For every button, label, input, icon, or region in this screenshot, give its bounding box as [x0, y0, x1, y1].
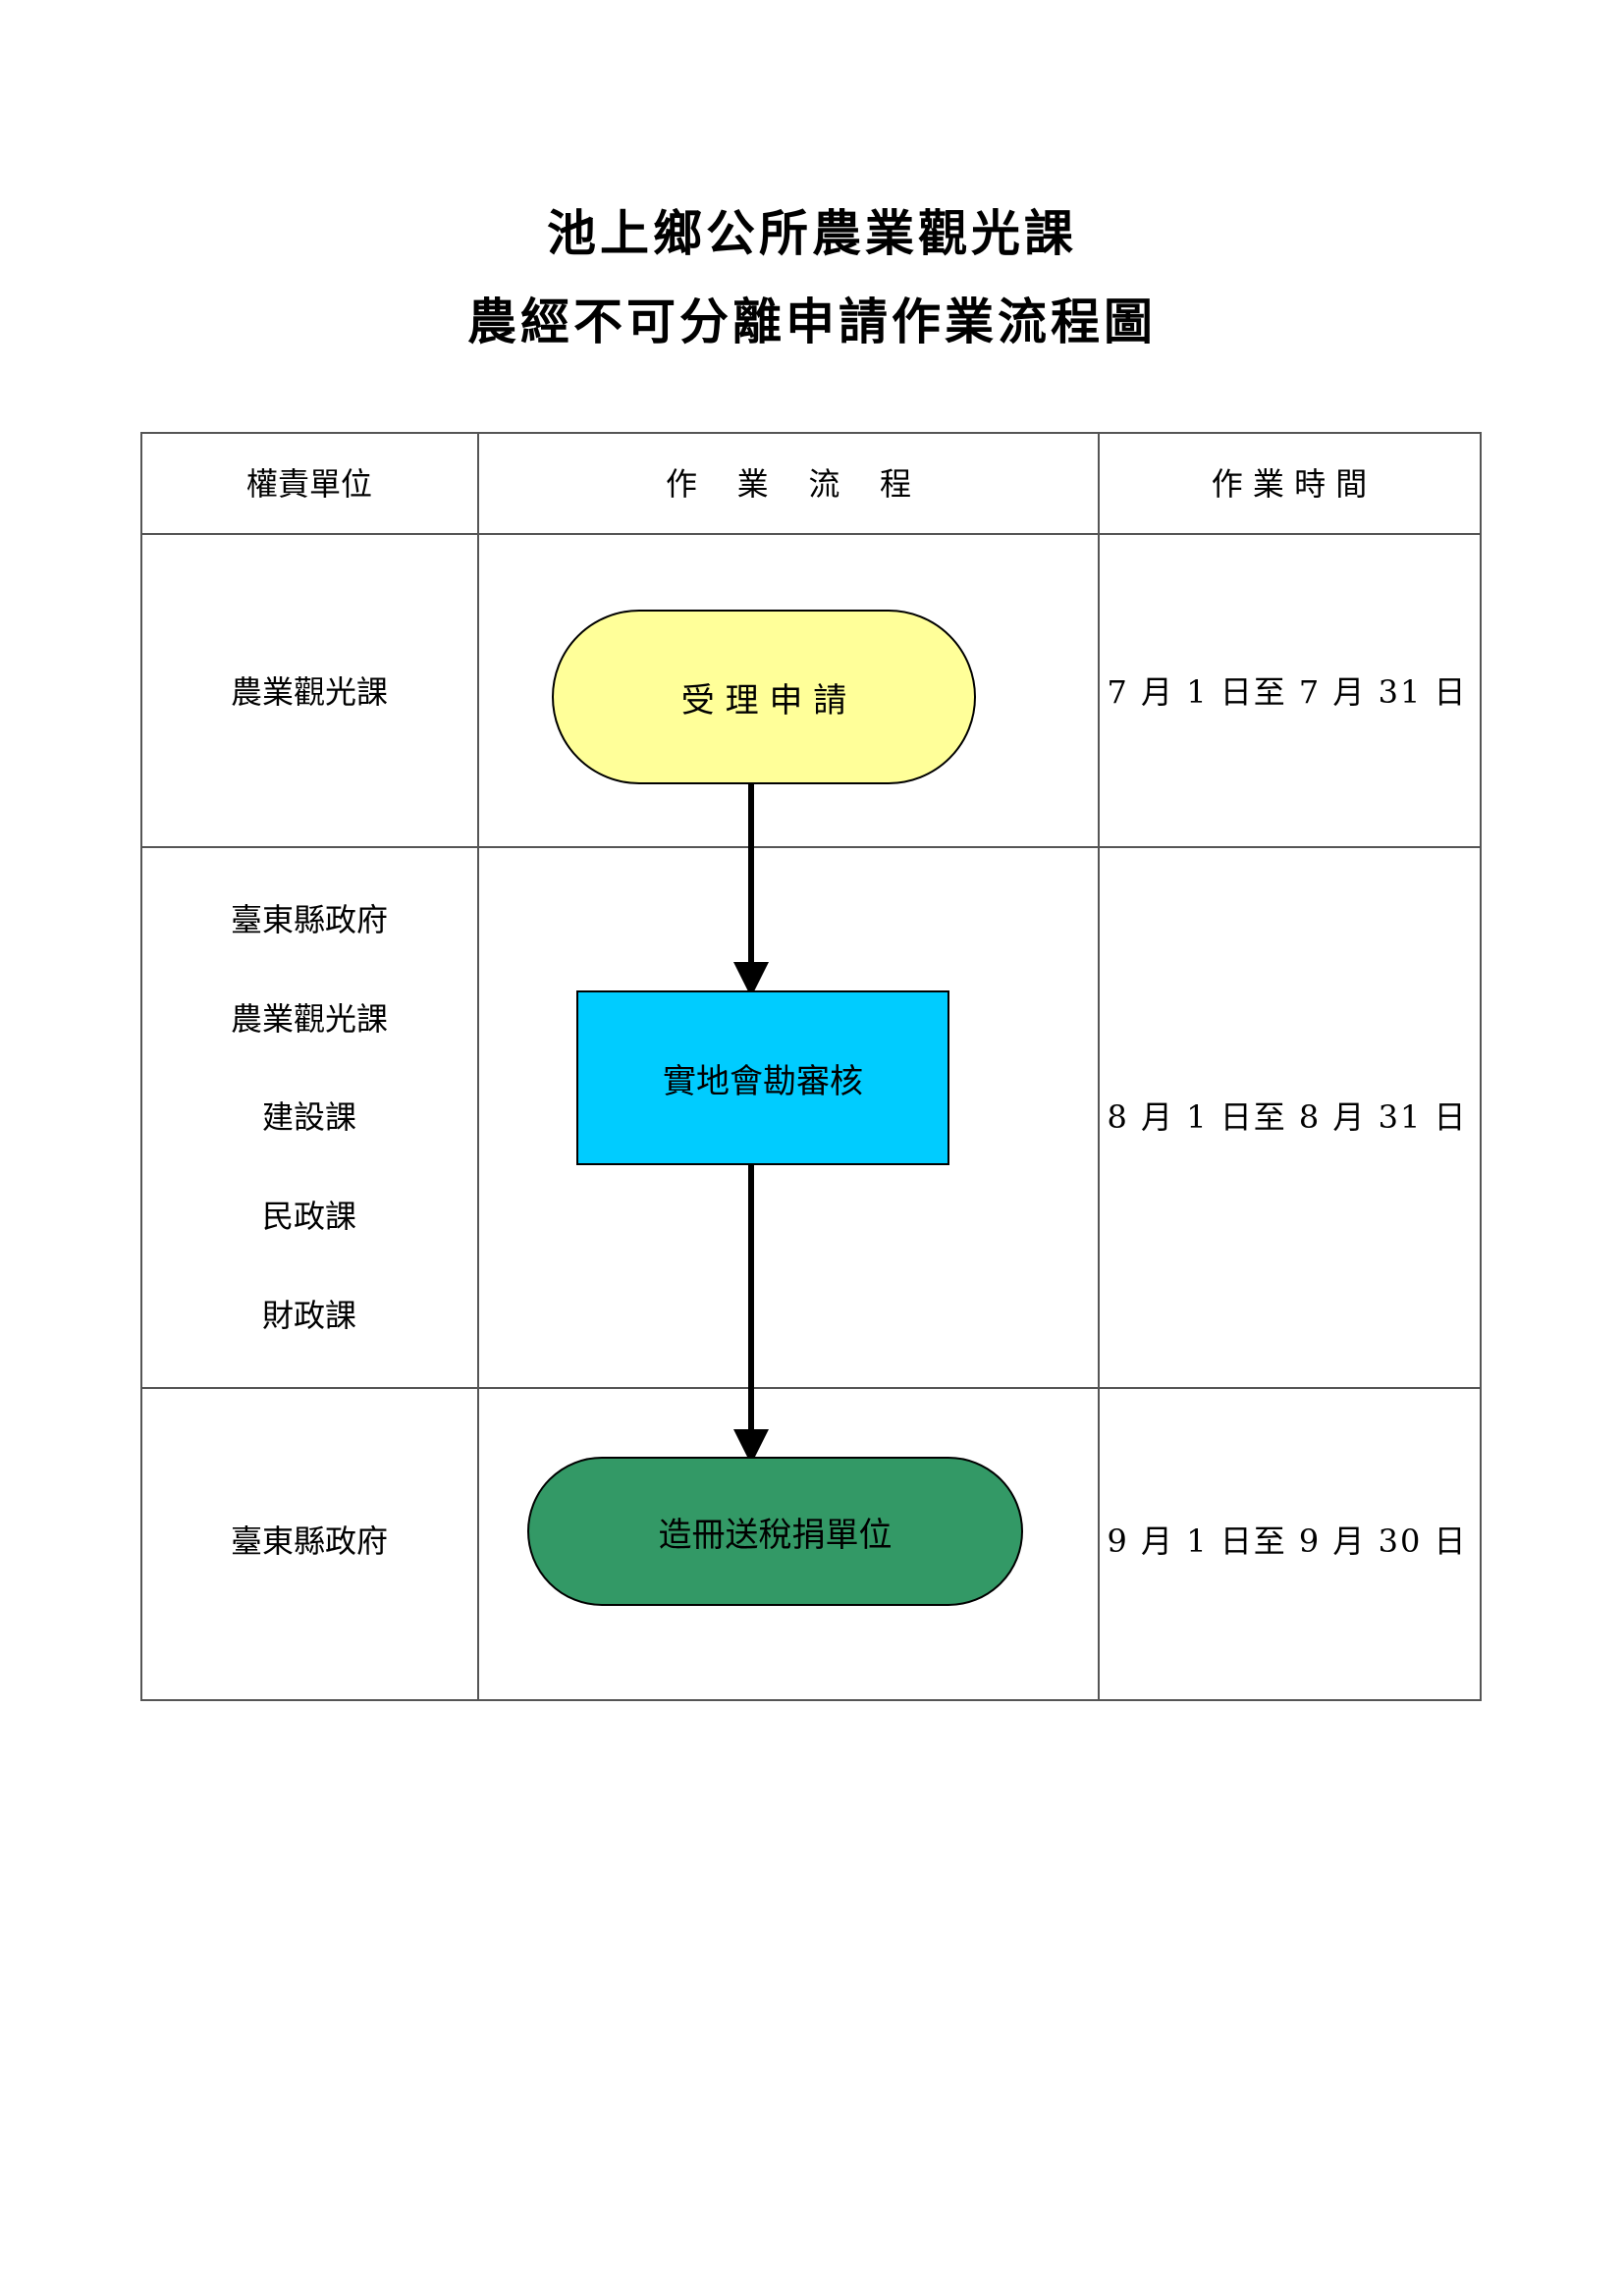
table-border-top — [140, 432, 1481, 434]
table-column-divider — [477, 432, 479, 1701]
table-row-divider — [140, 846, 1481, 848]
unit-label: 財政課 — [261, 1297, 356, 1334]
header-process: 作 業 流 程 — [665, 465, 912, 503]
unit-label: 臺東縣政府 — [230, 901, 388, 938]
unit-label: 臺東縣政府 — [230, 1522, 388, 1560]
table-border-right — [1480, 432, 1482, 1701]
header-unit: 權責單位 — [245, 465, 372, 503]
unit-label: 建設課 — [261, 1098, 356, 1136]
table-border-left — [140, 432, 142, 1701]
document-subtitle: 農經不可分離申請作業流程圖 — [467, 293, 1157, 350]
flow-node-label: 受 理 申 請 — [680, 680, 847, 721]
time-label: 8 月 1 日至 8 月 31 日 — [1107, 1098, 1468, 1136]
table-row-divider — [140, 1387, 1481, 1389]
unit-label: 農業觀光課 — [230, 1000, 388, 1038]
unit-label: 農業觀光課 — [230, 673, 388, 711]
time-label: 9 月 1 日至 9 月 30 日 — [1107, 1522, 1468, 1560]
flow-node-site-inspection: 實地會勘審核 — [576, 990, 949, 1165]
flow-node-label: 實地會勘審核 — [663, 1061, 863, 1101]
flow-node-send-to-tax-office: 造冊送稅捐單位 — [527, 1457, 1023, 1606]
header-time: 作 業 時 間 — [1211, 465, 1368, 503]
document-title: 池上鄉公所農業觀光課 — [547, 204, 1077, 262]
time-label: 7 月 1 日至 7 月 31 日 — [1107, 673, 1468, 711]
table-column-divider — [1098, 432, 1100, 1701]
flow-node-label: 造冊送稅捐單位 — [658, 1515, 893, 1555]
flow-node-accept-application: 受 理 申 請 — [552, 610, 976, 784]
unit-label: 民政課 — [261, 1198, 356, 1235]
table-header-divider — [140, 533, 1481, 535]
table-border-bottom — [140, 1699, 1481, 1701]
